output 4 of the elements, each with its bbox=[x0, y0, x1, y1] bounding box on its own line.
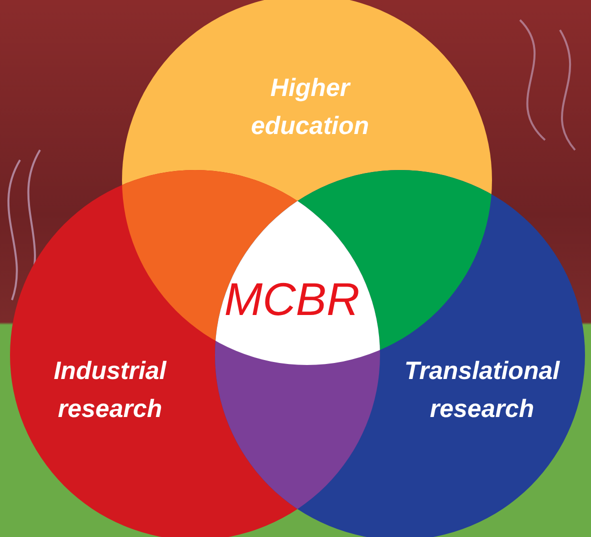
circle-label: Industrial research bbox=[15, 352, 205, 428]
center-label: MCBR bbox=[223, 272, 361, 326]
circle-label: Higher education bbox=[215, 69, 405, 145]
circle-label: Translational research bbox=[387, 352, 577, 428]
